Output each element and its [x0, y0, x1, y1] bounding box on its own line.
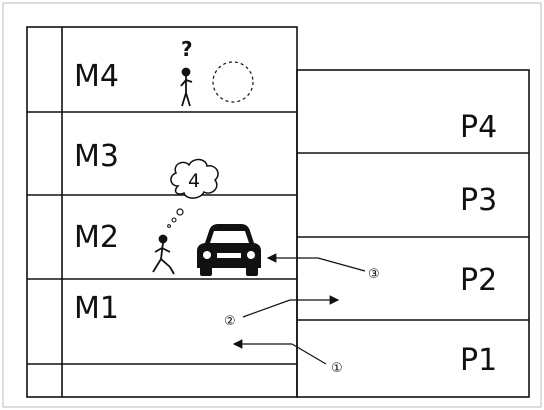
car-icon [197, 224, 261, 276]
dashed-circle-icon [213, 62, 253, 102]
question-mark: ? [181, 37, 193, 61]
arrow-marker-1: ① [331, 361, 343, 376]
level-label-p1: P1 [460, 343, 497, 378]
level-label-p3: P3 [460, 183, 497, 218]
thought-number: 4 [188, 170, 200, 192]
arrow-2 [243, 300, 338, 317]
level-label-m3: M3 [74, 139, 119, 174]
left-building [27, 27, 297, 397]
arrow-1 [234, 344, 326, 364]
standing-person-icon [181, 69, 192, 107]
level-label-p4: P4 [460, 110, 497, 145]
level-label-m1: M1 [74, 291, 119, 326]
walking-person-icon [153, 236, 174, 275]
level-label-m2: M2 [74, 220, 119, 255]
arrow-marker-3: ③ [368, 267, 380, 282]
level-label-p2: P2 [460, 263, 497, 298]
level-label-m4: M4 [74, 59, 119, 94]
arrow-marker-2: ② [224, 314, 236, 329]
arrow-3 [268, 258, 365, 271]
